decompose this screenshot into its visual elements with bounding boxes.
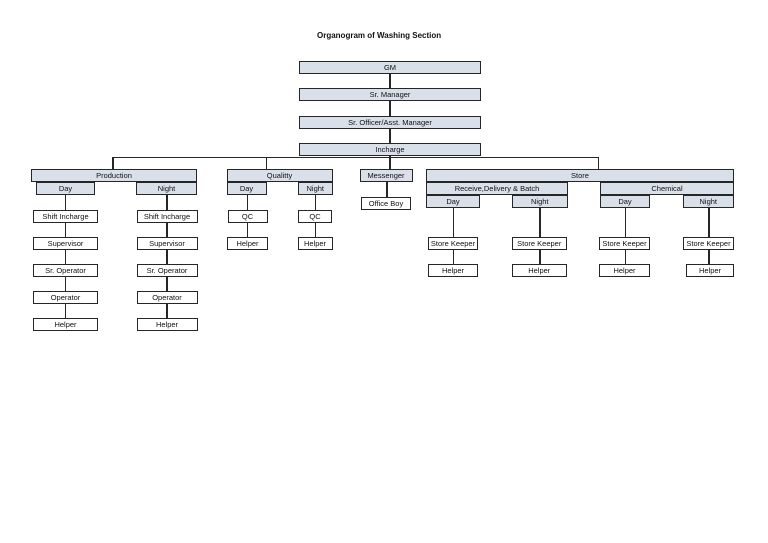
node-store-chemical: Chemical bbox=[600, 182, 734, 195]
connector-line bbox=[64, 277, 66, 291]
node-messenger-office-boy: Office Boy bbox=[361, 197, 411, 210]
connector-line bbox=[64, 195, 66, 210]
node-production-day-helper: Helper bbox=[33, 318, 98, 331]
node-production-day-sr-operator: Sr. Operator bbox=[33, 264, 98, 277]
node-production: Production bbox=[31, 169, 197, 182]
connector-line bbox=[112, 156, 599, 158]
node-store-chemical-day: Day bbox=[600, 195, 650, 208]
node-production-night-sr-operator: Sr. Operator bbox=[136, 264, 198, 277]
connector-line bbox=[452, 250, 454, 264]
node-production-day-supervisor: Supervisor bbox=[33, 237, 98, 250]
connector-line bbox=[539, 250, 541, 264]
connector-line bbox=[452, 208, 454, 237]
node-production-day-shift-incharge: Shift Incharge bbox=[33, 210, 98, 223]
node-store-receive-night: Night bbox=[511, 195, 568, 208]
connector-line bbox=[597, 156, 599, 170]
connector-line bbox=[246, 195, 248, 210]
connector-line bbox=[166, 304, 168, 318]
node-production-night-helper: Helper bbox=[136, 318, 198, 331]
node-store-chemical-day-helper: Helper bbox=[599, 264, 650, 277]
connector-line bbox=[389, 100, 391, 116]
node-messenger: Messenger bbox=[359, 169, 413, 182]
node-store-receive-delivery-batch: Receive,Delivery & Batch bbox=[426, 182, 568, 195]
connector-line bbox=[166, 250, 168, 264]
connector-line bbox=[64, 223, 66, 237]
connector-line bbox=[314, 223, 316, 237]
connector-line bbox=[246, 223, 248, 237]
connector-line bbox=[539, 208, 541, 237]
connector-line bbox=[708, 250, 710, 264]
node-production-night-supervisor: Supervisor bbox=[136, 237, 198, 250]
node-production-night: Night bbox=[136, 182, 197, 195]
node-quality-day: Day bbox=[226, 182, 267, 195]
node-store-receive-night-helper: Helper bbox=[511, 264, 567, 277]
connector-line bbox=[64, 250, 66, 264]
connector-line bbox=[708, 208, 710, 237]
node-quality-day-helper: Helper bbox=[227, 237, 268, 250]
node-quality-night-qc: QC bbox=[298, 210, 332, 223]
connector-line bbox=[166, 277, 168, 291]
node-quality-night-helper: Helper bbox=[297, 237, 333, 250]
node-store-receive-night-store-keeper: Store Keeper bbox=[511, 237, 567, 250]
connector-line bbox=[64, 304, 66, 318]
node-store-receive-day: Day bbox=[426, 195, 480, 208]
connector-line bbox=[166, 223, 168, 237]
connector-line bbox=[389, 73, 391, 88]
connector-line bbox=[265, 156, 267, 170]
connector-line bbox=[624, 208, 626, 237]
node-store-chemical-day-store-keeper: Store Keeper bbox=[599, 237, 650, 250]
node-production-night-shift-incharge: Shift Incharge bbox=[136, 210, 198, 223]
node-store-chemical-night-helper: Helper bbox=[686, 264, 734, 277]
node-store-receive-day-store-keeper: Store Keeper bbox=[428, 237, 478, 250]
node-quality: Qualitty bbox=[226, 169, 333, 182]
node-store-chemical-night: Night bbox=[682, 195, 734, 208]
connector-line bbox=[624, 250, 626, 264]
node-production-day: Day bbox=[36, 182, 95, 195]
node-quality-day-qc: QC bbox=[227, 210, 268, 223]
connector-line bbox=[112, 156, 114, 170]
connector-line bbox=[386, 182, 388, 197]
connector-line bbox=[389, 155, 391, 169]
node-production-day-operator: Operator bbox=[33, 291, 98, 304]
node-store-receive-day-helper: Helper bbox=[428, 264, 478, 277]
node-store: Store bbox=[426, 169, 734, 182]
chart-title: Organogram of Washing Section bbox=[317, 31, 442, 40]
connector-line bbox=[389, 128, 391, 143]
connector-line bbox=[166, 195, 168, 210]
node-production-night-operator: Operator bbox=[136, 291, 198, 304]
node-store-chemical-night-store-keeper: Store Keeper bbox=[683, 237, 734, 250]
node-quality-night: Night bbox=[298, 182, 333, 195]
connector-line bbox=[314, 195, 316, 210]
